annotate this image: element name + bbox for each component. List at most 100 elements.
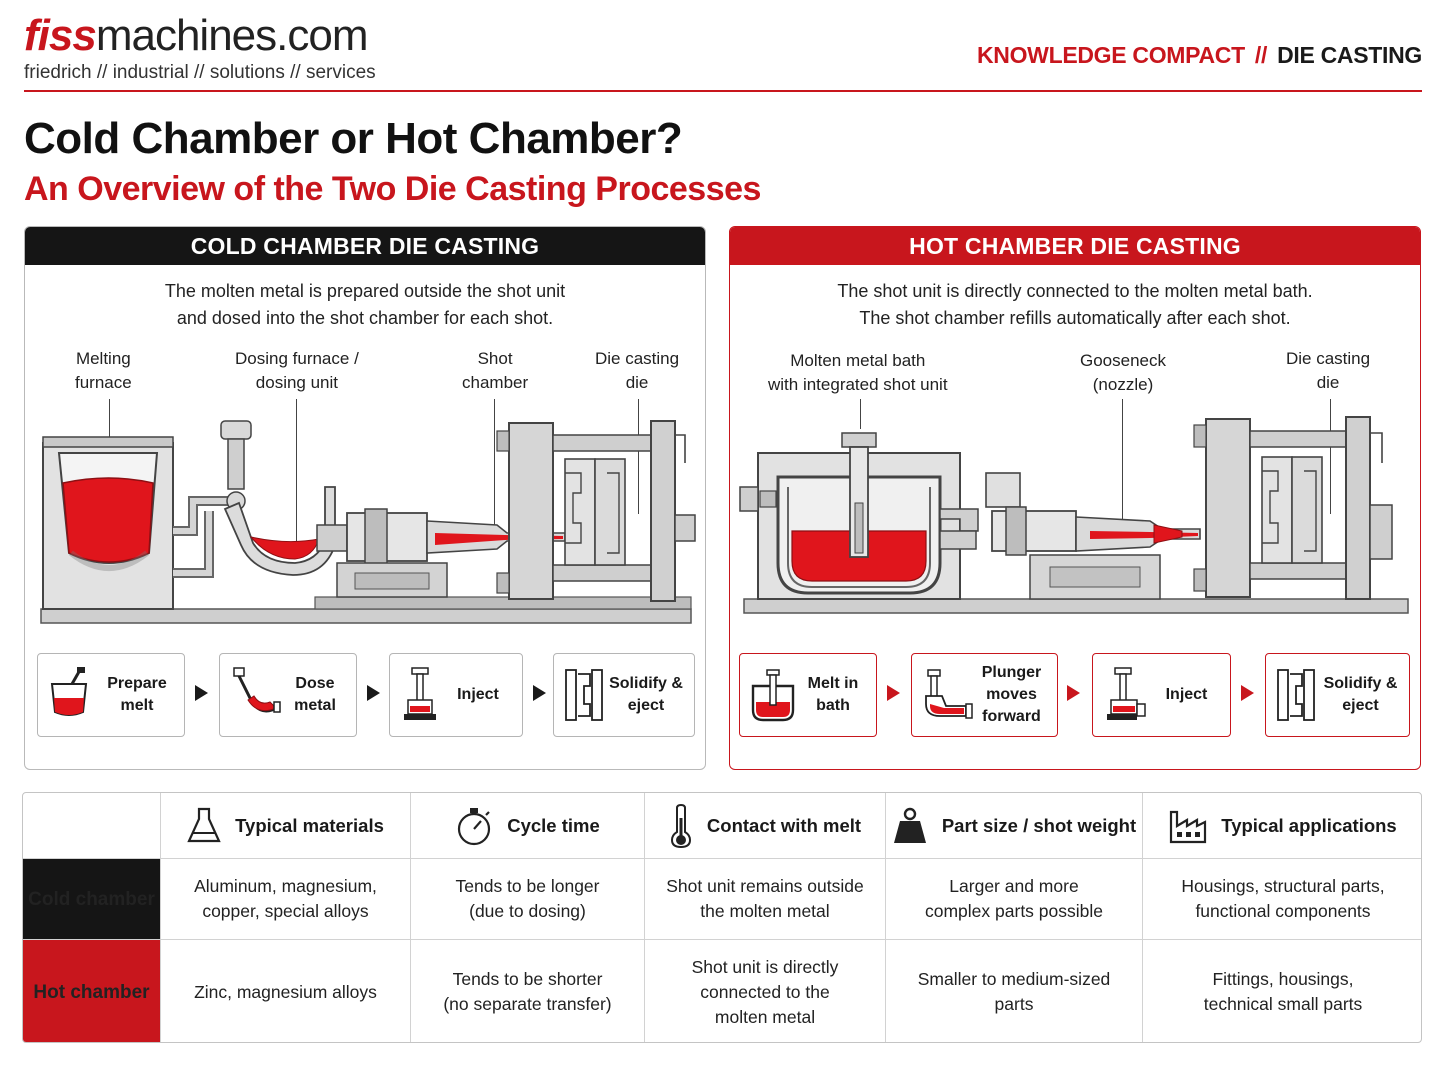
cell-line: complex parts possible — [925, 901, 1103, 921]
cell-line: (due to dosing) — [469, 901, 586, 921]
cell-line: Tends to be shorter — [452, 969, 603, 989]
step-label-line: eject — [1342, 697, 1379, 714]
cell-line: molten metal — [714, 1006, 816, 1027]
step-label-line: Dose — [295, 675, 335, 692]
label-molten-metal-bath: Molten metal bath with integrated shot u… — [768, 349, 948, 397]
logo-tagline: friedrich // industrial // solutions // … — [24, 62, 376, 83]
step-label-line: eject — [627, 697, 665, 714]
step-arrow-icon — [533, 685, 546, 701]
cell-line: Larger and more — [949, 876, 1079, 896]
step-label-line: Solidify & — [1323, 675, 1398, 692]
step-label-line: forward — [982, 708, 1041, 725]
table-cell: Zinc, magnesium alloys — [161, 940, 411, 1042]
step-label: Solidify & eject — [1320, 654, 1401, 736]
table-cell: Tends to be shorter(no separate transfer… — [411, 940, 645, 1042]
cell-line: Housings, structural parts, — [1181, 876, 1385, 896]
gooseneck-icon — [925, 669, 973, 719]
column-header-cycle-time: Cycle time — [411, 793, 645, 859]
cell-line: Fittings, housings, — [1212, 969, 1354, 989]
comparison-table: Typical materials Cycle time Contact wit… — [22, 792, 1422, 1043]
hot-panel-description: The shot unit is directly connected to t… — [730, 278, 1420, 332]
logo-brand: fiss — [24, 11, 97, 60]
page-title: Cold Chamber or Hot Chamber? — [24, 114, 683, 163]
step-label: Inject — [1151, 654, 1222, 736]
die-casting-die-icon — [1193, 416, 1393, 600]
shot-chamber-icon — [316, 508, 566, 598]
label-line: die — [625, 373, 649, 392]
step-label-line: Prepare — [107, 675, 167, 692]
label-gooseneck: Gooseneck (nozzle) — [1080, 349, 1166, 397]
label-die-casting-die: Die casting die — [1286, 347, 1370, 395]
step-label-line: metal — [294, 697, 336, 714]
label-line: Die casting — [1286, 349, 1371, 368]
hot-step-inject: Inject — [1092, 653, 1231, 737]
die-casting-die-icon — [496, 420, 696, 602]
step-label: Dose metal — [282, 654, 348, 736]
factory-icon — [1170, 810, 1207, 843]
table-cell: Aluminum, magnesium,copper, special allo… — [161, 859, 411, 940]
crucible-icon — [50, 667, 88, 716]
step-arrow-icon — [887, 685, 900, 701]
cold-panel-description: The molten metal is prepared outside the… — [25, 278, 705, 332]
label-die-casting-die: Die casting die — [595, 347, 679, 395]
label-line: Melting — [75, 349, 131, 368]
table-cell: Smaller to medium-sized parts — [886, 940, 1143, 1042]
label-shot-chamber: Shot chamber — [462, 347, 528, 395]
label-line: Dosing furnace / — [235, 349, 359, 368]
hot-panel-heading: HOT CHAMBER DIE CASTING — [730, 227, 1420, 265]
label-line: Molten metal bath — [790, 351, 926, 370]
column-header-label: Cycle time — [507, 815, 600, 836]
bath-icon — [751, 669, 795, 722]
table-cell: Housings, structural parts,functional co… — [1143, 859, 1421, 940]
logo-domain: machines.com — [95, 11, 369, 60]
cell-line: Shot unit is directly — [691, 956, 839, 977]
cold-chamber-machine-illustration — [40, 420, 696, 624]
stopwatch-icon — [458, 807, 491, 845]
leader-line — [1330, 399, 1331, 514]
cell-line: Smaller to medium-sized — [917, 969, 1111, 989]
cold-description-line: The molten metal is prepared outside the… — [164, 281, 566, 301]
column-header-materials: Typical materials — [161, 793, 411, 859]
ladle-icon — [233, 667, 281, 713]
cell-line: Shot unit remains outside — [666, 876, 864, 896]
row-label-hot-chamber: Hot chamber — [23, 940, 161, 1042]
table-cell: Fittings, housings, technical small parts — [1143, 940, 1421, 1042]
label-line: (nozzle) — [1092, 375, 1154, 394]
step-label: Solidify & eject — [606, 654, 686, 736]
weight-icon — [893, 807, 926, 843]
category-separator: // — [1254, 42, 1268, 68]
step-label-line: Inject — [457, 686, 499, 703]
step-label-line: Plunger — [981, 664, 1042, 681]
header-divider — [24, 90, 1422, 92]
cold-step-inject: Inject — [389, 653, 523, 737]
header-category: KNOWLEDGE COMPACT//DIE CASTING — [977, 42, 1422, 69]
leader-line — [638, 399, 639, 514]
cold-step-solidify-eject: Solidify & eject — [553, 653, 695, 737]
plunger-icon — [1107, 667, 1146, 720]
cell-line: technical small parts — [1203, 994, 1363, 1014]
step-label-line: Melt in — [807, 675, 859, 692]
hot-chamber-panel: HOT CHAMBER DIE CASTING The shot unit is… — [729, 226, 1421, 770]
cell-line: parts — [994, 994, 1034, 1014]
logo: fissmachines.com friedrich // industrial… — [24, 12, 376, 84]
gooseneck-nozzle-icon — [939, 472, 1201, 600]
step-label-line: Solidify & — [609, 675, 683, 692]
molten-metal-bath-icon — [739, 432, 961, 600]
label-line: Shot — [477, 349, 513, 368]
step-arrow-icon — [367, 685, 380, 701]
die-icon — [565, 669, 603, 721]
label-line: with integrated shot unit — [768, 375, 948, 394]
cell-line: Zinc, magnesium alloys — [194, 981, 377, 1002]
page-subtitle: An Overview of the Two Die Casting Proce… — [24, 170, 761, 208]
leader-line — [296, 399, 297, 541]
column-header-label: Typical applications — [1221, 815, 1397, 836]
hot-description-line: The shot unit is directly connected to t… — [837, 281, 1313, 301]
label-line: die — [1316, 373, 1340, 392]
melting-furnace-icon — [42, 436, 174, 610]
